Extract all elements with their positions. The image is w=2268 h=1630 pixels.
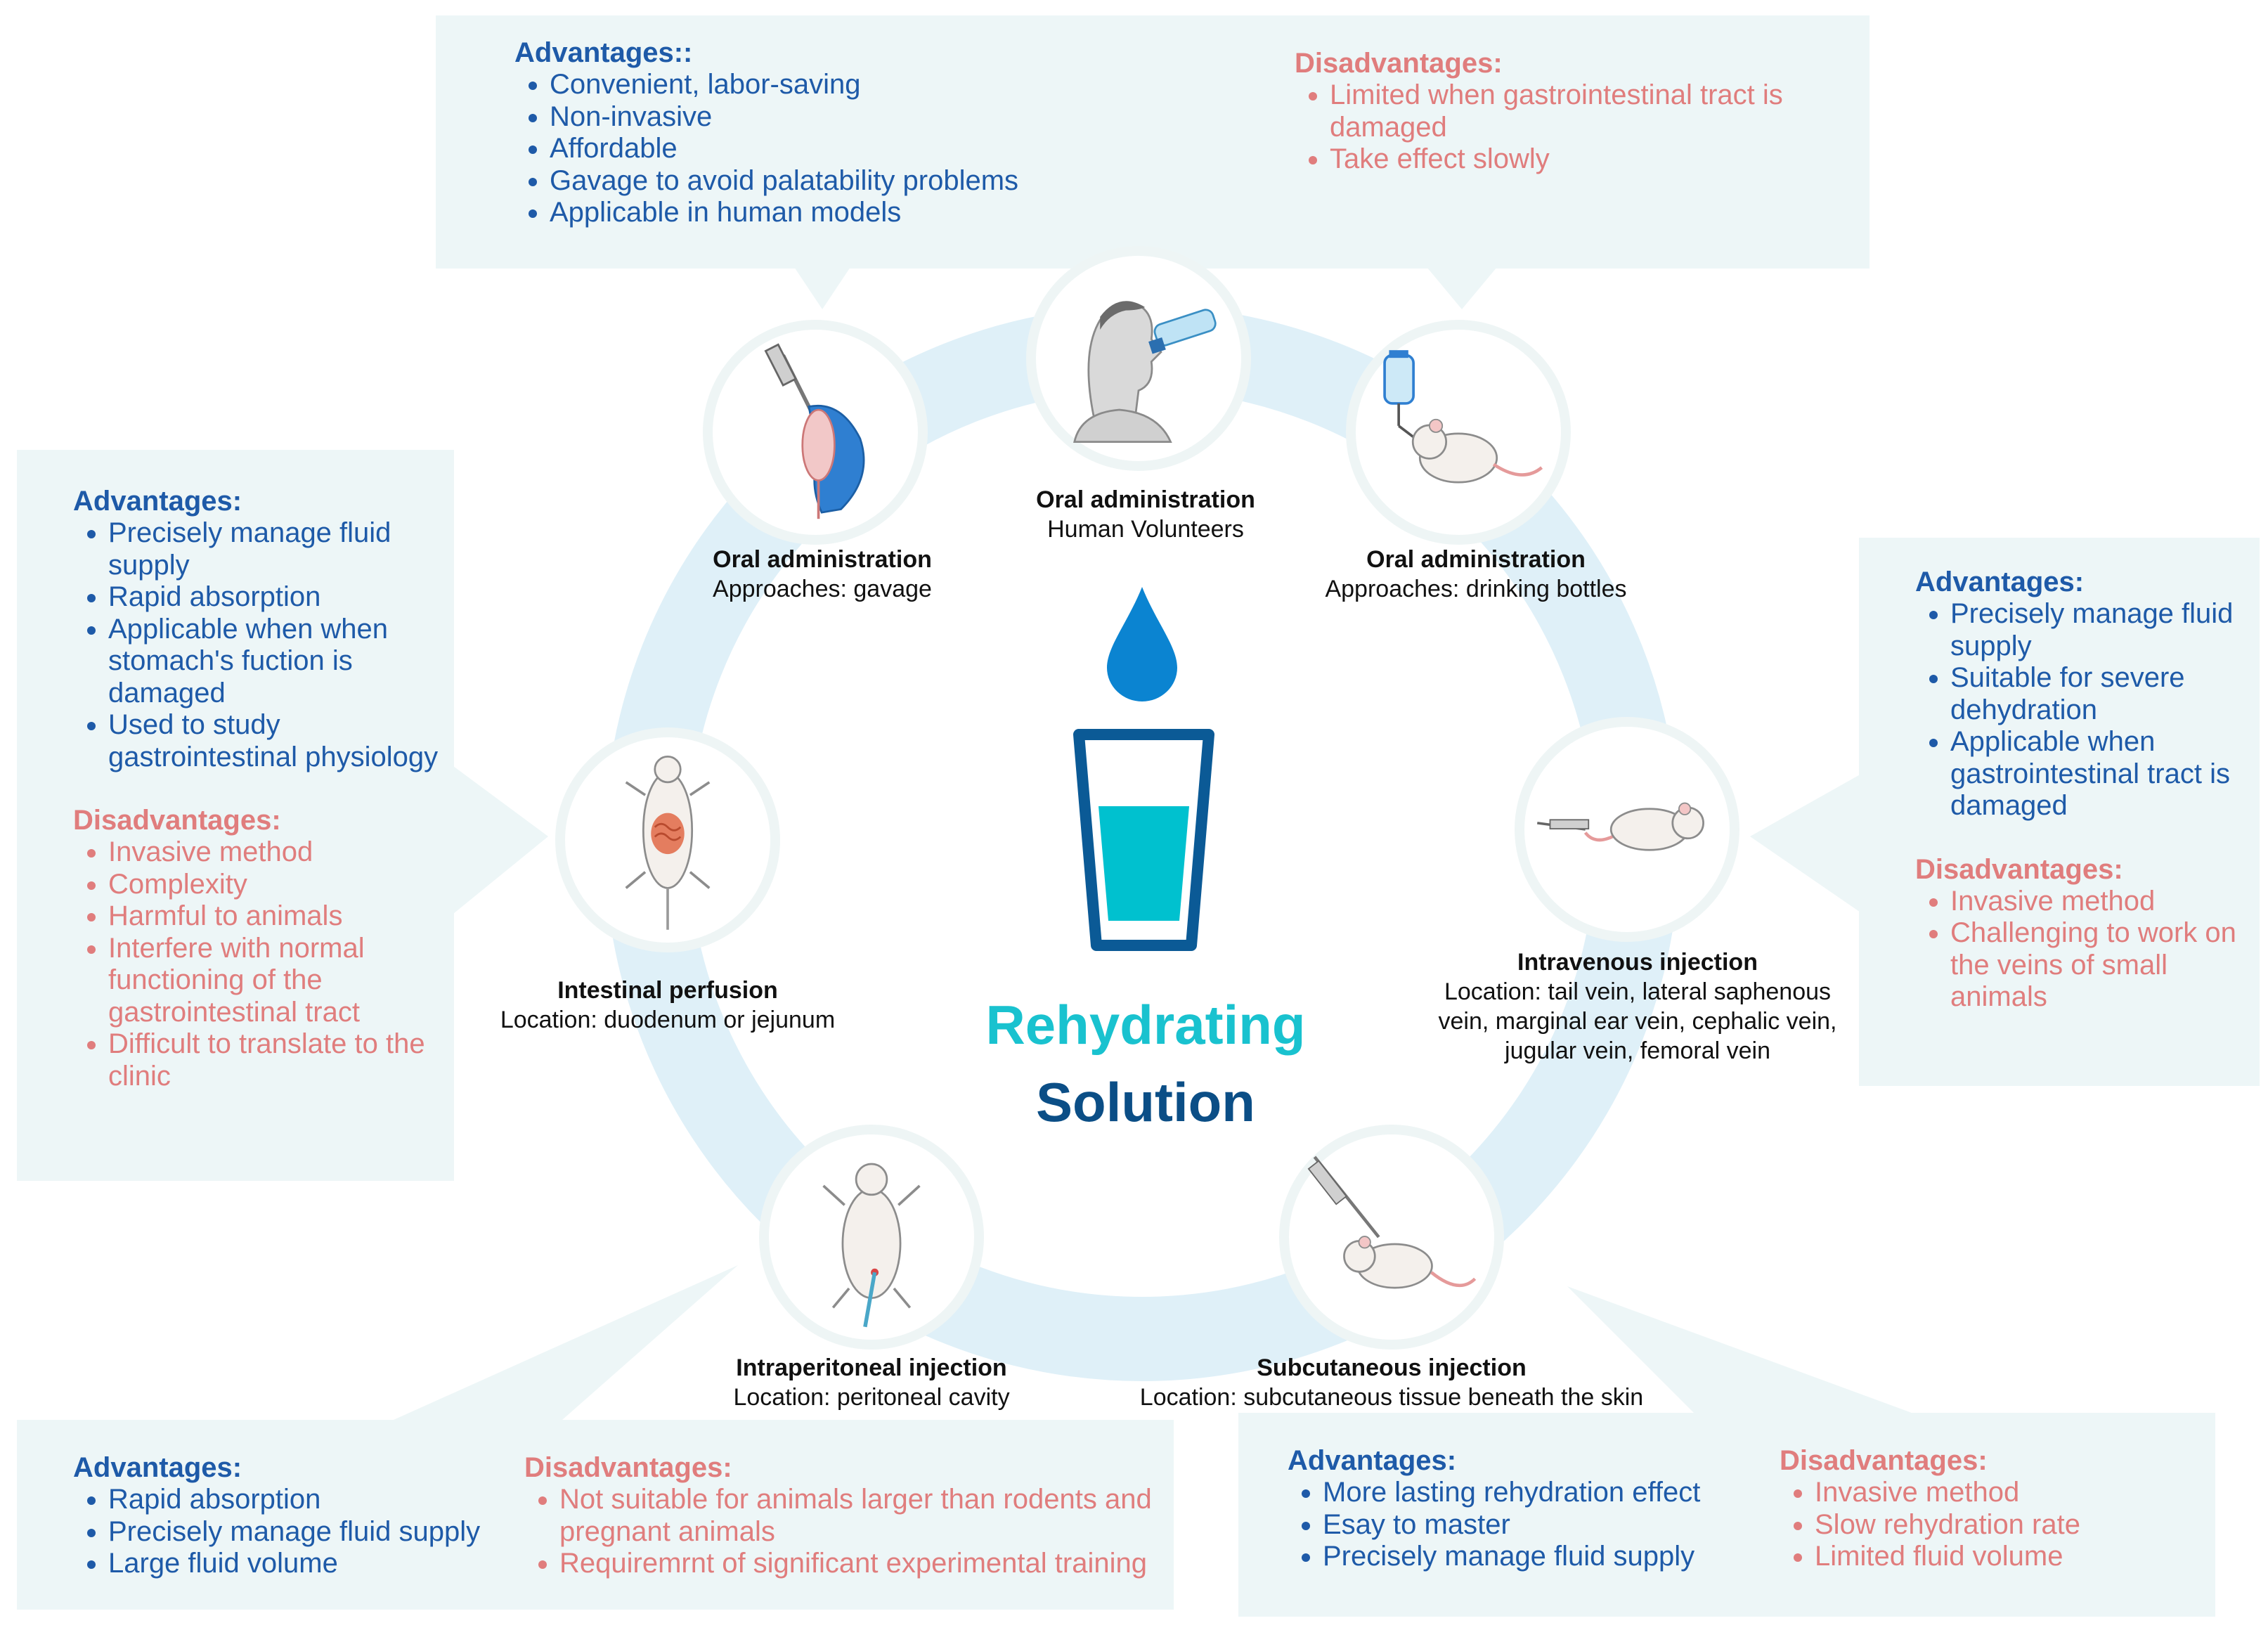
disadvantage-item: Requiremrnt of significant experimental … xyxy=(559,1548,1157,1580)
advantages-title: Advantages: xyxy=(1915,567,2085,597)
advantage-item: Used to study gastrointestinal physiolog… xyxy=(108,709,439,773)
bottom-left-advantages: Advantages: Rapid absorption Precisely m… xyxy=(73,1451,530,1580)
right-box: Advantages: Precisely manage fluid suppl… xyxy=(1859,538,2260,1086)
subcutaneous-label: Subcutaneous injection Location: subcuta… xyxy=(1096,1353,1687,1412)
advantage-item: Precisely manage fluid supply xyxy=(1950,598,2253,662)
advantage-item: Precisely manage fluid supply xyxy=(108,517,439,581)
disadvantage-item: Invasive method xyxy=(1950,886,2253,918)
advantage-item: Suitable for severe dehydration xyxy=(1950,662,2253,726)
advantage-item: More lasting rehydration effect xyxy=(1323,1477,1744,1509)
left-box: Advantages: Precisely manage fluid suppl… xyxy=(17,450,454,1181)
advantage-item: Precisely manage fluid supply xyxy=(1323,1541,1744,1573)
disadvantage-item: Challenging to work on the veins of smal… xyxy=(1950,917,2253,1014)
node-subtitle: Location: subcutaneous tissue beneath th… xyxy=(1139,1384,1644,1411)
node-subtitle: Location: peritoneal cavity xyxy=(733,1384,1010,1411)
node-subtitle-line: vein, marginal ear vein, cephalic vein, xyxy=(1438,1008,1837,1035)
oral-human-circle xyxy=(1026,246,1251,471)
disadvantage-item: Complexity xyxy=(108,869,439,901)
advantage-item: Large fluid volume xyxy=(108,1548,530,1580)
disadvantage-item: Take effect slowly xyxy=(1330,143,1829,176)
node-subtitle-line: Location: tail vein, lateral saphenous xyxy=(1444,978,1832,1005)
oral-human-label: Oral administration Human Volunteers xyxy=(998,485,1293,544)
intraperitoneal-circle xyxy=(759,1125,984,1350)
right-content: Advantages: Precisely manage fluid suppl… xyxy=(1915,566,2253,1014)
bottom-left-box: Advantages: Rapid absorption Precisely m… xyxy=(17,1420,1174,1610)
advantage-item: Rapid absorption xyxy=(108,1484,530,1516)
bottom-right-disadvantages: Disadvantages: Invasive method Slow rehy… xyxy=(1780,1444,2201,1573)
disadvantages-title: Disadvantages: xyxy=(73,805,281,836)
advantages-title: Advantages: xyxy=(1288,1445,1457,1476)
intestinal-label: Intestinal perfusion Location: duodenum … xyxy=(464,976,871,1035)
water-glass-icon xyxy=(1073,729,1214,951)
disadvantage-item: Harmful to animals xyxy=(108,900,439,933)
disadvantage-item: Slow rehydration rate xyxy=(1815,1509,2201,1541)
oral-bottle-label: Oral administration Approaches: drinking… xyxy=(1286,545,1666,604)
node-subtitle: Location: duodenum or jejunum xyxy=(500,1007,836,1033)
advantages-title: Advantages:: xyxy=(514,37,693,68)
advantage-item: Applicable in human models xyxy=(550,197,1063,229)
node-title: Intestinal perfusion xyxy=(557,977,778,1004)
node-subtitle-line: jugular vein, femoral vein xyxy=(1505,1037,1770,1064)
node-title: Intraperitoneal injection xyxy=(736,1354,1007,1381)
node-title: Subcutaneous injection xyxy=(1257,1354,1527,1381)
bottom-right-advantages: Advantages: More lasting rehydration eff… xyxy=(1288,1444,1744,1573)
tail-vein-mouse-icon xyxy=(1537,802,1704,851)
intraperitoneal-rat-icon xyxy=(822,1163,921,1328)
disadvantage-item: Invasive method xyxy=(108,836,439,869)
intravenous-circle xyxy=(1515,717,1739,942)
advantage-item: Esay to master xyxy=(1323,1509,1744,1541)
top-box: Advantages:: Convenient, labor-saving No… xyxy=(436,15,1870,269)
mouse-bottle-icon xyxy=(1383,350,1543,484)
advantage-item: Convenient, labor-saving xyxy=(550,69,1063,101)
disadvantage-item: Interfere with normal functioning of the… xyxy=(108,933,439,1029)
disadvantage-item: Invasive method xyxy=(1815,1477,2201,1509)
node-subtitle: Approaches: gavage xyxy=(713,576,932,602)
subcutaneous-circle xyxy=(1279,1125,1504,1350)
advantage-item: Gavage to avoid palatability problems xyxy=(550,165,1063,198)
subcutaneous-mouse-icon xyxy=(1307,1156,1477,1289)
oral-gavage-label: Oral administration Approaches: gavage xyxy=(675,545,970,604)
center-title-line2: Solution xyxy=(1036,1071,1255,1133)
advantage-item: Non-invasive xyxy=(550,101,1063,134)
center-title-line1: Rehydrating xyxy=(985,994,1306,1056)
intravenous-label: Intravenous injection Location: tail vei… xyxy=(1406,947,1870,1066)
advantage-item: Affordable xyxy=(550,133,1063,165)
gavage-syringe-icon xyxy=(764,343,865,519)
advantage-item: Applicable when gastrointestinal tract i… xyxy=(1950,726,2253,822)
intestine-rat-icon xyxy=(625,756,711,930)
left-content: Advantages: Precisely manage fluid suppl… xyxy=(73,485,439,1092)
disadvantages-title: Disadvantages: xyxy=(1780,1445,1988,1476)
node-title: Oral administration xyxy=(713,546,932,573)
water-drop-icon xyxy=(1107,587,1177,701)
advantage-item: Applicable when when stomach's fuction i… xyxy=(108,614,439,710)
disadvantage-item: Limited when gastrointestinal tract is d… xyxy=(1330,79,1829,143)
advantages-title: Advantages: xyxy=(73,486,242,517)
oral-bottle-circle xyxy=(1346,320,1571,545)
disadvantages-title: Disadvantages: xyxy=(1915,853,2123,885)
top-disadvantages: Disadvantages: Limited when gastrointest… xyxy=(1295,47,1829,176)
advantages-title: Advantages: xyxy=(73,1452,242,1483)
node-subtitle: Human Volunteers xyxy=(1047,516,1244,543)
advantage-item: Precisely manage fluid supply xyxy=(108,1516,530,1548)
bottom-right-box: Advantages: More lasting rehydration eff… xyxy=(1238,1413,2215,1617)
disadvantage-item: Limited fluid volume xyxy=(1815,1541,2201,1573)
intraperitoneal-label: Intraperitoneal injection Location: peri… xyxy=(689,1353,1054,1412)
oral-gavage-circle xyxy=(703,320,928,545)
advantage-item: Rapid absorption xyxy=(108,581,439,614)
node-subtitle: Approaches: drinking bottles xyxy=(1325,576,1627,602)
disadvantages-title: Disadvantages: xyxy=(1295,48,1503,79)
disadvantage-item: Difficult to translate to the clinic xyxy=(108,1028,439,1092)
node-title: Oral administration xyxy=(1036,486,1255,513)
top-advantages: Advantages:: Convenient, labor-saving No… xyxy=(514,37,1063,229)
node-title: Intravenous injection xyxy=(1517,949,1758,976)
disadvantages-title: Disadvantages: xyxy=(524,1452,732,1483)
node-title: Oral administration xyxy=(1366,546,1586,573)
bottom-left-disadvantages: Disadvantages: Not suitable for animals … xyxy=(524,1451,1157,1580)
intestinal-circle xyxy=(555,727,780,952)
person-drinking-icon xyxy=(1073,301,1217,443)
disadvantage-item: Not suitable for animals larger than rod… xyxy=(559,1484,1157,1548)
